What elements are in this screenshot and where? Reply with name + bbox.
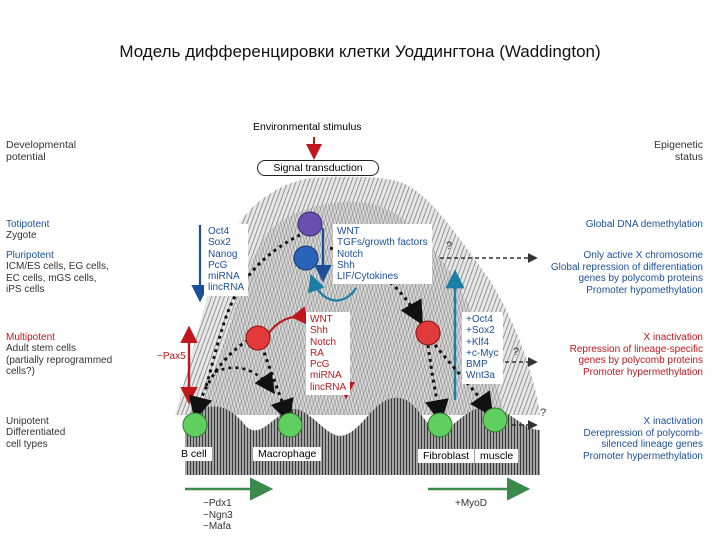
pluripotency-factors-box: Oct4 Sox2 Nanog PcG miRNA lincRNA [204,224,249,296]
unipotent-status: X inactivation Derepression of polycomb-… [582,416,703,462]
mid-curve-arrow [267,306,309,335]
b-cell-label: B cell [176,447,212,461]
pluripotent-cell [293,245,319,271]
question-mark-pluri: ? [446,240,453,252]
bottom-left-factors: −Pdx1 −Ngn3 −Mafa [203,498,233,532]
fibroblast-label: Fibroblast [418,449,475,463]
multipotent-title: Multipotent [6,332,55,343]
myod-label: +MyoD [455,498,487,509]
path-upper-left [203,233,301,391]
muscle-label: muscle [475,449,519,463]
totipotent-cell [297,211,323,237]
multipotent-cell-right [415,320,441,346]
question-mark-multi: ? [513,346,520,358]
developmental-potential-heading: Developmental potential [6,139,77,163]
pluripotent-title: Pluripotent [6,250,54,261]
signals-mid-box: WNT Shh Notch RA PcG miRNA lincRNA [306,312,351,396]
page-title: Модель дифференцировки клетки Уоддингтон… [119,42,601,61]
unipotent-title: Unipotent [6,416,49,427]
path-bcell-macrophage [214,366,275,395]
signals-top-box: WNT TGFs/growth factors Notch Shh LIF/Cy… [333,224,432,285]
pax5-label: −Pax5 [157,351,186,362]
reprogramming-factors-box: +Oct4 +Sox2 +Klf4 +c-Myc BMP Wnt3a [462,312,503,384]
fibroblast-cell [427,412,453,438]
multipotent-status: X inactivation Repression of lineage-spe… [569,332,703,378]
macrophage-cell [277,412,303,438]
epigenetic-status-heading: Epigenetic status [653,139,703,163]
path-to-muscle [433,344,494,417]
totipotent-sub: Zygote [6,230,37,241]
teal-curve-arrow [308,273,357,302]
macrophage-label: Macrophage [253,447,322,461]
pluripotent-status: Only active X chromosome Global repressi… [550,250,703,296]
question-mark-uni: ? [540,407,547,419]
bcell-cell [182,412,208,438]
path-to-fibroblast [425,344,449,424]
totipotent-title: Totipotent [6,219,50,230]
environmental-stimulus-label: Environmental stimulus [248,120,367,134]
unipotent-sub: Differentiated cell types [6,427,66,450]
totipotent-status: Global DNA demethylation [585,219,703,230]
multipotent-cell-left [245,325,271,351]
muscle-cell [482,407,508,433]
path-to-macrophage [260,345,294,424]
pluripotent-sub: ICM/ES cells, EG cells, EC cells, mGS ce… [6,261,109,295]
multipotent-sub: Adult stem cells (partially reprogrammed… [6,343,113,377]
signal-transduction-label: Signal transduction [257,160,379,176]
